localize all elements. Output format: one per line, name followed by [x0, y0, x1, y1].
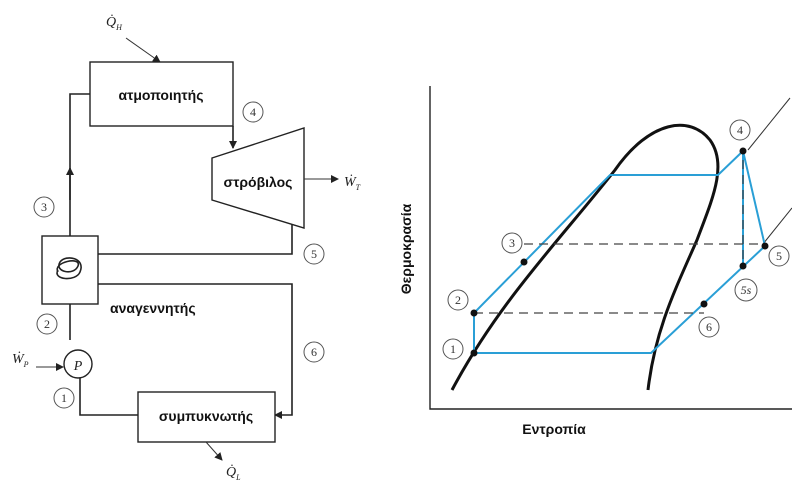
ts-state-marker-6: 6: [698, 316, 720, 338]
ts-point-2: [470, 309, 478, 317]
state-marker-4: 4: [242, 101, 264, 123]
state-marker-2: 2: [36, 313, 58, 335]
pump-work-symbol: ẆP: [12, 350, 29, 369]
state-marker-1: 1: [53, 387, 75, 409]
ts-point-4: [739, 147, 747, 155]
condenser-box: [137, 391, 276, 443]
pipe-regenerator-to-boiler: [69, 93, 90, 236]
ts-state-marker-5: 5: [768, 245, 790, 267]
svg-text:4: 4: [737, 123, 743, 137]
pump-circle: [63, 349, 93, 379]
svg-text:6: 6: [311, 345, 317, 359]
svg-text:4: 4: [250, 105, 256, 119]
regenerator-box: [41, 235, 99, 305]
svg-text:5: 5: [776, 249, 782, 263]
svg-text:5s: 5s: [741, 283, 752, 297]
svg-text:1: 1: [450, 342, 456, 356]
cycle-path: [473, 149, 767, 354]
pipe-regenerator-to-condenser: [98, 283, 293, 419]
ts-diagram: Θερμοκρασία Εντροπία 1 2: [398, 86, 792, 437]
pump-symbol: P: [73, 359, 83, 374]
regenerator-coil-icon: [56, 257, 82, 280]
ts-x-axis-label: Εντροπία: [522, 421, 586, 437]
svg-text:1: 1: [61, 391, 67, 405]
pipe-condenser-to-pump: [79, 378, 138, 416]
turbine-label: στρόβιλος: [224, 174, 293, 190]
boiler-label: ατμοποιητής: [119, 87, 204, 103]
svg-text:6: 6: [706, 320, 712, 334]
ts-axes: [429, 86, 792, 410]
ts-state-marker-4: 4: [729, 119, 751, 141]
state-marker-3: 3: [33, 196, 55, 218]
ts-point-6: [700, 300, 708, 308]
regenerator-label: αναγεννητής: [110, 300, 196, 316]
heat-out-arrow: [205, 441, 223, 461]
ts-point-5: [761, 242, 769, 250]
heat-in-symbol: Q̇H: [106, 14, 123, 32]
ts-point-3: [520, 258, 528, 266]
pipe-turbine-to-regenerator: [98, 218, 293, 255]
state-marker-6: 6: [303, 341, 325, 363]
ts-point-5s: [739, 262, 747, 270]
low-pressure-isobar: [762, 207, 792, 245]
turbine-work-symbol: ẆT: [344, 173, 361, 192]
svg-text:3: 3: [41, 200, 47, 214]
svg-text:3: 3: [509, 236, 515, 250]
saturation-dome: [450, 123, 720, 391]
heat-in-arrow: [125, 37, 161, 63]
svg-text:2: 2: [455, 293, 461, 307]
high-pressure-isobar: [747, 97, 791, 151]
state-marker-5: 5: [303, 243, 325, 265]
ts-state-marker-2: 2: [447, 289, 469, 311]
ts-state-marker-5s: 5s: [734, 278, 758, 302]
svg-text:5: 5: [311, 247, 317, 261]
svg-text:2: 2: [44, 317, 50, 331]
ts-y-axis-label: Θερμοκρασία: [398, 203, 414, 294]
condenser-label: συμπυκνωτής: [159, 408, 253, 424]
turbine-shape: [211, 127, 305, 229]
boiler-box: [89, 61, 234, 127]
heat-out-symbol: Q̇L: [226, 464, 241, 482]
cycle-schematic: ατμοποιητής Q̇H στρόβιλος ẆT αναγεννητής…: [12, 14, 361, 482]
ts-point-1: [470, 349, 478, 357]
ts-state-marker-3: 3: [501, 232, 523, 254]
ts-state-marker-1: 1: [442, 338, 464, 360]
